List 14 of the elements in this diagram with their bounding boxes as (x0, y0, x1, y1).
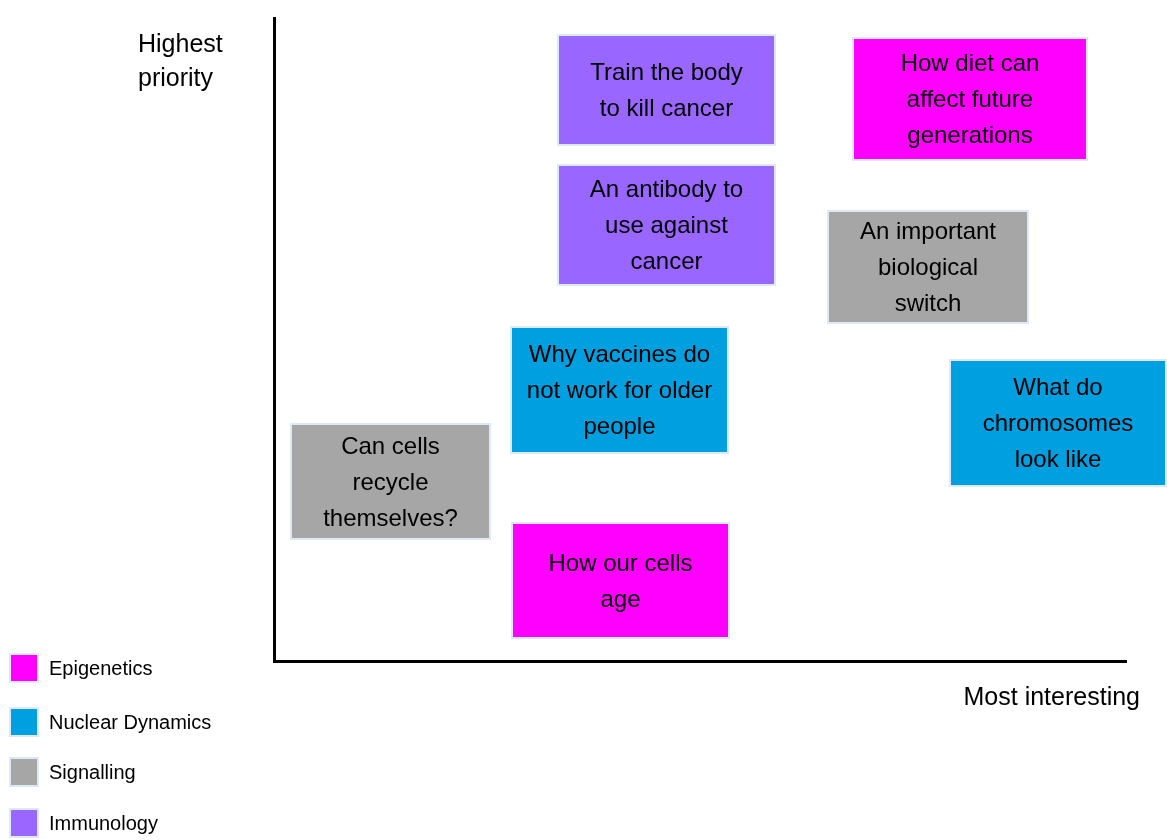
legend-label: Immunology (49, 811, 158, 835)
topic-box: An antibody to use against cancer (557, 164, 776, 286)
legend-label: Epigenetics (49, 656, 153, 680)
topic-box: How our cells age (511, 522, 730, 639)
topic-box: An important biological switch (827, 210, 1029, 324)
topic-box: Train the body to kill cancer (557, 34, 776, 146)
topic-box: Why vaccines do not work for older people (510, 326, 729, 454)
topic-box: How diet can affect future generations (852, 37, 1088, 161)
axis-label: Most interesting (962, 681, 1140, 712)
axis-label: Highest priority (138, 28, 224, 93)
legend-label: Signalling (49, 760, 136, 784)
legend-label: Nuclear Dynamics (49, 710, 212, 734)
topic-box: Can cells recycle themselves? (290, 423, 491, 540)
topic-box: What do chromosomes look like (949, 359, 1167, 487)
